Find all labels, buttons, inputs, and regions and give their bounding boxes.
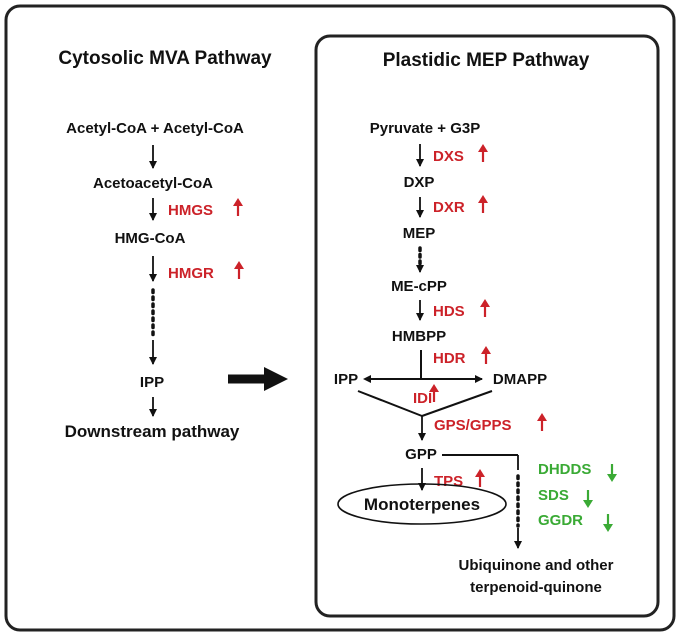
mep-ggdr-down-icon: [603, 514, 613, 532]
mep-ubiquinone-line1: Ubiquinone and other: [459, 557, 614, 574]
mva-title: Cytosolic MVA Pathway: [58, 48, 272, 69]
mep-gps-label: GPS/GPPS: [434, 417, 512, 434]
mep-pyruvate-g3p: Pyruvate + G3P: [370, 120, 480, 137]
mva-pathway: Cytosolic MVA Pathway Acetyl-CoA + Acety…: [58, 48, 272, 441]
mep-mep-metabolite: MEP: [403, 225, 436, 242]
mep-dxr-label: DXR: [433, 199, 465, 216]
mep-sds-label: SDS: [538, 487, 569, 504]
mva-hmgs-up-icon: [233, 198, 243, 216]
mep-dhdds-down-icon: [607, 464, 617, 482]
mep-hdr-up-icon: [481, 346, 491, 364]
mva-acetyl-coa: Acetyl-CoA + Acetyl-CoA: [66, 120, 244, 137]
mep-gpp: GPP: [405, 446, 437, 463]
mep-dxs-label: DXS: [433, 148, 464, 165]
mva-acetoacetyl-coa: Acetoacetyl-CoA: [93, 175, 213, 192]
mep-dxr-up-icon: [478, 195, 488, 213]
mep-pathway: Plastidic MEP Pathway Pyruvate + G3P DXS…: [334, 50, 617, 596]
mep-me-cpp: ME-cPP: [391, 278, 447, 295]
mep-gps-up-icon: [537, 413, 547, 431]
monoterpenes-ellipse: [337, 483, 507, 525]
mep-ipp: IPP: [334, 371, 358, 388]
mep-hds-label: HDS: [433, 303, 465, 320]
mva-ipp: IPP: [140, 374, 164, 391]
mep-ipp-merge-line: [357, 390, 423, 417]
mep-dmapp: DMAPP: [493, 371, 547, 388]
mva-hmgr-label: HMGR: [168, 265, 214, 282]
mep-monoterpenes: Monoterpenes: [364, 495, 480, 514]
mep-hdr-label: HDR: [433, 350, 466, 367]
mep-idi-up-icon: [429, 384, 439, 402]
mva-hmgr-up-icon: [234, 261, 244, 279]
mep-dhdds-label: DHDDS: [538, 461, 591, 478]
mep-frame: [314, 34, 660, 618]
mep-hds-up-icon: [480, 299, 490, 317]
mep-ggdr-label: GGDR: [538, 512, 583, 529]
transfer-arrow: [228, 367, 288, 391]
mep-ubiquinone-line2: terpenoid-quinone: [470, 579, 602, 596]
mep-tps-label: TPS: [434, 473, 463, 490]
mep-dxs-up-icon: [478, 144, 488, 162]
mep-dxp: DXP: [404, 174, 435, 191]
mep-tps-up-icon: [475, 469, 485, 487]
mep-sds-down-icon: [583, 490, 593, 508]
mep-dmapp-merge-line: [421, 390, 493, 417]
mva-downstream: Downstream pathway: [65, 422, 240, 441]
mva-hmg-coa: HMG-CoA: [115, 230, 186, 247]
mep-title: Plastidic MEP Pathway: [383, 50, 590, 71]
outer-frame: [4, 4, 676, 632]
mep-hmbpp: HMBPP: [392, 328, 446, 345]
mep-idi-label: IDI: [413, 390, 432, 407]
mva-hmgs-label: HMGS: [168, 202, 213, 219]
